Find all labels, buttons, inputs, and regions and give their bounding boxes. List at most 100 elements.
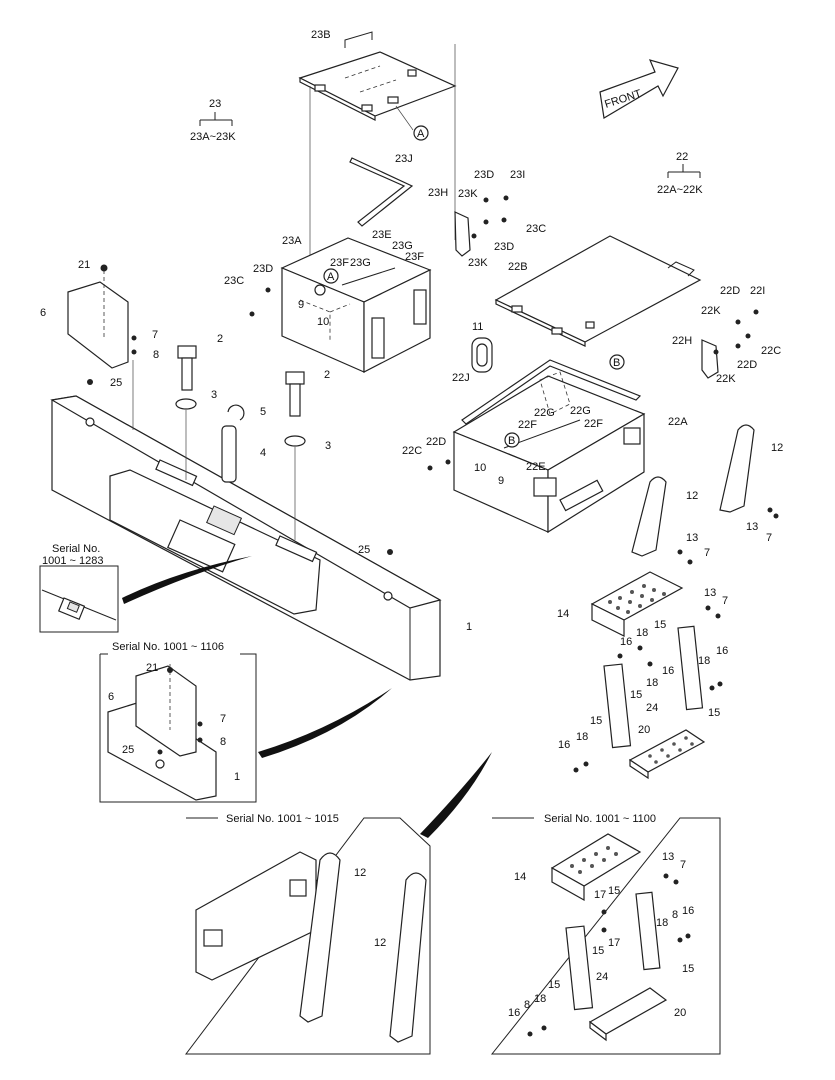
label-18-a: 18 [636,627,648,639]
label-23h: 23H [428,187,448,199]
counterweight-1 [50,395,442,681]
label-25-b: 25 [358,544,370,556]
group-23-number: 23 [209,98,221,110]
label-23j: 23J [395,153,413,165]
clip-5 [227,404,245,421]
label-4: 4 [260,447,266,459]
inset3-15a: 15 [608,885,620,897]
inset3-18: 18 [656,917,668,929]
step-14 [590,571,684,637]
inset3-15c: 15 [682,963,694,975]
callout-a-box-text: A [327,271,335,283]
label-16-b: 16 [662,665,674,677]
bolt-2-right [285,371,305,417]
label-7-c: 7 [722,595,728,607]
label-22a: 22A [668,416,688,428]
label-23c-a: 23C [526,223,546,235]
inset1-8: 8 [220,736,226,748]
label-7-b: 7 [704,547,710,559]
label-18-d: 18 [576,731,588,743]
bolt-2-left [177,345,197,391]
inset1-6: 6 [108,691,114,703]
callout-a-top [413,125,429,141]
label-15-a: 15 [654,619,666,631]
inset3-18b: 18 [534,993,546,1005]
label-5: 5 [260,406,266,418]
label-22h: 22H [672,335,692,347]
label-23c-b: 23C [224,275,244,287]
label-22g-b: 22G [570,405,591,417]
label-16-d: 16 [558,739,570,751]
bracket-24-left [603,663,632,749]
label-18-b: 18 [698,655,710,667]
label-7: 7 [152,329,158,341]
label-12-a: 12 [771,442,783,454]
label-22d-a: 22D [720,285,740,297]
label-11: 11 [472,321,483,333]
inset1-21: 21 [146,662,158,674]
label-22k-b: 22K [716,373,736,385]
washer-3-right [284,435,306,447]
label-23i: 23I [510,169,525,181]
label-22c-a: 22C [761,345,781,357]
label-15-d: 15 [590,715,602,727]
label-20: 20 [638,724,650,736]
inset3-20: 20 [674,1007,686,1019]
box-22a [452,371,646,534]
handle-12-right [719,424,755,513]
inset-serial-1283: Serial No. 1001 ~ 1283 [39,543,119,633]
label-23k-a: 23K [458,188,478,200]
label-22f-a: 22F [518,419,537,431]
label-22i: 22I [750,285,765,297]
label-3-b: 3 [325,440,331,452]
step-20 [628,729,706,780]
label-2-a: 2 [217,333,223,345]
label-16-c: 16 [716,645,728,657]
label-22c-b: 22C [402,445,422,457]
label-13-b: 13 [686,532,698,544]
label-24: 24 [646,702,658,714]
label-8: 8 [153,349,159,361]
callout-a-box [323,268,339,284]
group-23-bracket: 23 23A~23K [190,98,236,143]
lid-22b [494,235,702,347]
label-15-c: 15 [708,707,720,719]
bracket-24-right [677,625,704,711]
label-1: 1 [466,621,472,633]
label-23k-b: 23K [468,257,488,269]
group-22-bracket: 22 22A~22K [657,151,703,196]
inset-1283-line1: Serial No. [52,543,100,555]
inset1-1: 1 [234,771,240,783]
inset-serial-1015: Serial No. 1001 ~ 1015 [184,813,431,1055]
front-arrow: FRONT [599,59,679,119]
inset3-24: 24 [596,971,608,983]
label-14: 14 [557,608,569,620]
label-23d-b: 23D [494,241,514,253]
inset3-15d: 15 [548,979,560,991]
latch-22h [701,339,719,379]
inset3-17a: 17 [594,889,606,901]
box-23a [280,237,432,373]
bracket-6 [67,281,129,369]
inset-1100-title: Serial No. 1001 ~ 1100 [544,813,656,825]
fasteners [87,195,779,1037]
callout-b-lid [609,354,625,370]
inset-handle-12b [389,872,427,1043]
label-22d-b: 22D [737,359,757,371]
inset3-16b: 16 [508,1007,520,1019]
latch-23h [454,211,471,257]
handle-12-mid [631,476,667,557]
label-21: 21 [78,259,90,271]
inset-handle-12a [299,852,341,1023]
label-16-a: 16 [620,636,632,648]
label-23d-a: 23D [474,169,494,181]
inset3-13: 13 [662,851,674,863]
label-15-b: 15 [630,689,642,701]
inset-1015-title: Serial No. 1001 ~ 1015 [226,813,339,825]
inset-serial-1106: Serial No. 1001 ~ 1106 [99,641,257,803]
label-23f-a: 23F [330,257,349,269]
seal-23j [349,157,414,227]
label-22e: 22E [526,461,546,473]
label-6: 6 [40,307,46,319]
